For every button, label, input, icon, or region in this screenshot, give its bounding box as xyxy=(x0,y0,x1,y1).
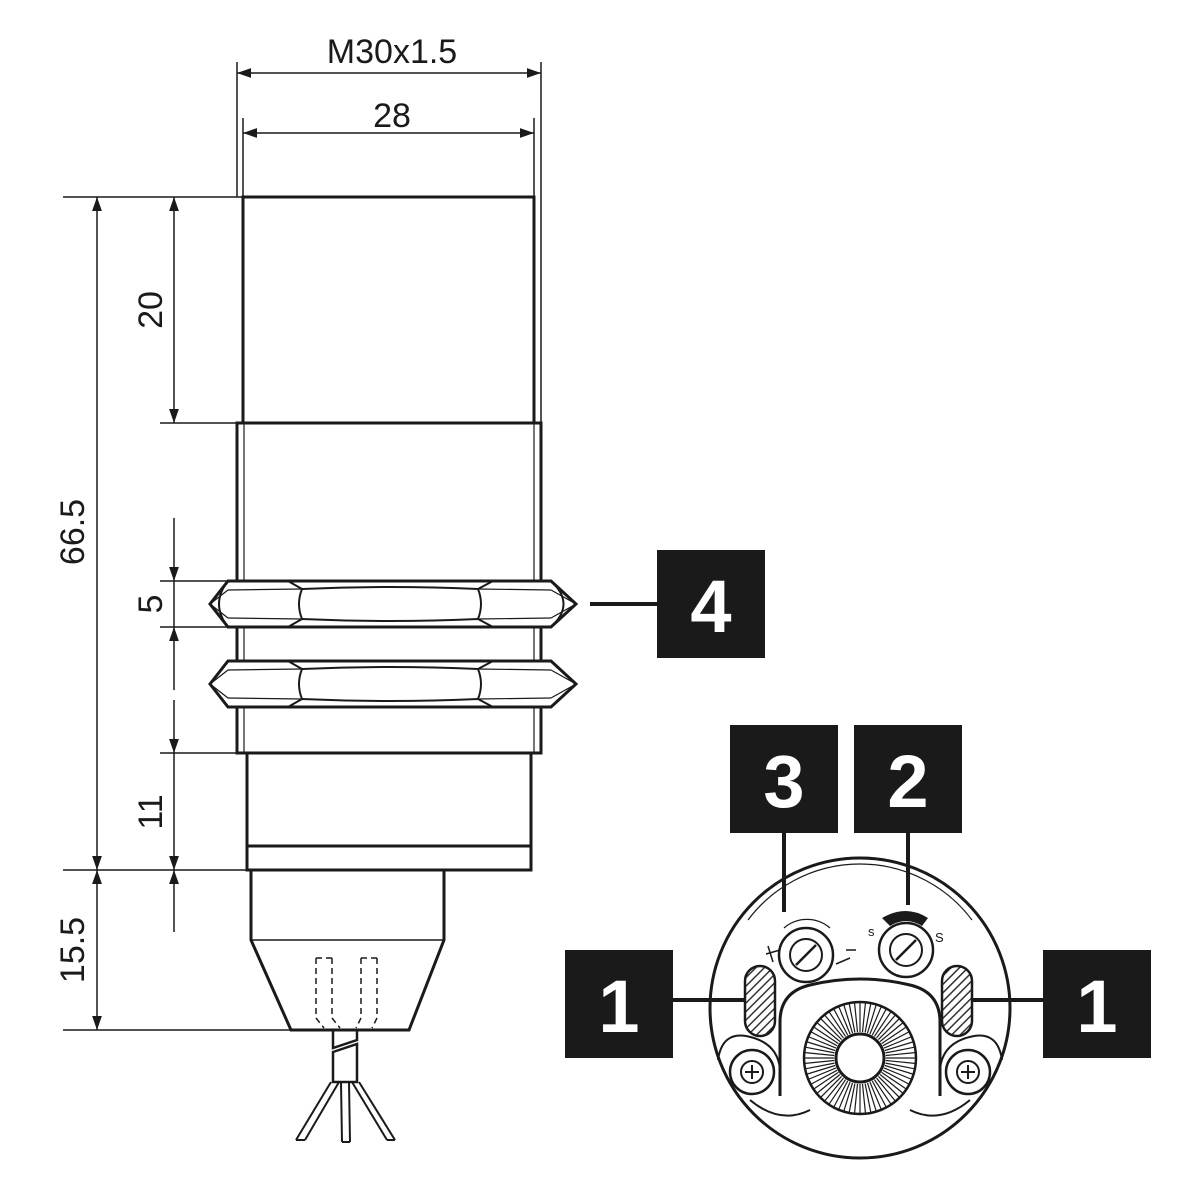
switch-mark-right: S xyxy=(935,930,944,945)
knurl-line xyxy=(879,1074,903,1094)
knurl-line xyxy=(883,1036,912,1049)
knurl-line xyxy=(866,1082,877,1111)
callout-4-number: 4 xyxy=(690,565,731,648)
knurl-line xyxy=(805,1046,835,1054)
knurl-line xyxy=(871,1009,887,1036)
knurl-line xyxy=(885,1046,915,1054)
knurl-line xyxy=(848,1003,856,1033)
switch-mark-left: s xyxy=(868,924,875,939)
knurl-line xyxy=(820,1075,843,1098)
callout-4-box xyxy=(657,550,765,658)
callout-3-number: 3 xyxy=(763,740,804,823)
dim-thread-label: M30x1.5 xyxy=(327,33,457,71)
knurl-line xyxy=(876,1077,896,1101)
knurl-line xyxy=(877,1018,900,1041)
knurl-line xyxy=(876,1015,896,1039)
callout-1-right-box xyxy=(1043,950,1151,1058)
potentiometer-screw xyxy=(765,918,856,984)
knurl-line xyxy=(869,1006,882,1035)
knurl-line xyxy=(828,1011,847,1037)
knurl-line xyxy=(885,1052,915,1057)
knurl-line xyxy=(879,1022,903,1042)
knurl-line xyxy=(811,1069,838,1085)
dim-total-length-label: 66.5 xyxy=(54,499,92,565)
knurl-line xyxy=(833,1009,849,1036)
cable xyxy=(295,1030,396,1143)
callout-1-right-number: 1 xyxy=(1076,965,1117,1048)
knurl-line xyxy=(808,1036,837,1049)
dim-front-length-label: 20 xyxy=(132,291,170,329)
knurl-line xyxy=(861,1083,866,1113)
knurl-line xyxy=(817,1074,841,1094)
knurl-line xyxy=(864,1003,872,1033)
knurl-line xyxy=(873,1011,892,1037)
knurl-line xyxy=(843,1082,854,1111)
knurl-line xyxy=(885,1059,915,1064)
knurl-line xyxy=(820,1018,843,1041)
dim-width-label: 28 xyxy=(373,97,411,135)
knurl-line xyxy=(807,1064,836,1075)
knurl-line xyxy=(843,1005,854,1034)
callout-2-box xyxy=(854,725,962,833)
knurl-line xyxy=(871,1080,887,1107)
dim-cable-gland-label: 15.5 xyxy=(54,917,92,983)
knurl-line xyxy=(824,1077,844,1101)
knurl-line xyxy=(813,1026,839,1045)
led-right xyxy=(940,964,974,1038)
mounting-screw-left xyxy=(728,1048,776,1096)
knurl-line xyxy=(811,1031,838,1047)
led-left xyxy=(743,964,777,1038)
knurl-line xyxy=(884,1041,913,1052)
dim-nut-thickness-label: 5 xyxy=(132,595,170,614)
cable-entry-knurled xyxy=(802,1000,918,1116)
knurl-line xyxy=(882,1069,909,1085)
knurl-line xyxy=(861,1003,866,1033)
rear-view: s S xyxy=(708,856,1012,1160)
hex-nut-lower xyxy=(208,659,579,709)
knurl-line xyxy=(883,1067,912,1080)
knurl-line xyxy=(884,1064,913,1075)
knurl-line xyxy=(805,1062,835,1070)
knurl-line xyxy=(869,1081,882,1110)
knurl-line xyxy=(828,1079,847,1105)
knurl-line xyxy=(854,1003,859,1033)
cable-gland xyxy=(249,870,446,1032)
knurl-line xyxy=(805,1052,835,1057)
mounting-screw-right xyxy=(944,1048,992,1096)
knurl-line xyxy=(882,1031,909,1047)
knurl-line xyxy=(805,1059,835,1064)
knurl-line xyxy=(838,1081,851,1110)
mode-switch-screw xyxy=(877,911,935,979)
knurl-line xyxy=(881,1026,907,1045)
callout-3-box xyxy=(730,725,838,833)
knurl-line xyxy=(817,1022,841,1042)
knurl-line xyxy=(864,1083,872,1113)
knurl-line xyxy=(873,1079,892,1105)
knurl-line xyxy=(881,1071,907,1090)
rear-body xyxy=(245,751,533,872)
rear-housing-outline xyxy=(708,856,1012,1160)
knurl-line xyxy=(848,1083,856,1113)
knurl-line xyxy=(807,1041,836,1052)
knurl-line xyxy=(833,1080,849,1107)
sensor-body xyxy=(208,195,579,1143)
hex-nut-upper xyxy=(208,579,579,629)
knurl-line xyxy=(838,1006,851,1035)
callout-1-left-number: 1 xyxy=(598,965,639,1048)
dimension-lines xyxy=(63,62,542,1031)
rear-cover-plate xyxy=(778,977,942,1096)
callout-1-left-box xyxy=(565,950,673,1058)
callout-2-number: 2 xyxy=(887,740,928,823)
knurl-line xyxy=(813,1071,839,1090)
knurl-line xyxy=(808,1067,837,1080)
front-section xyxy=(241,195,536,425)
dim-rear-length-label: 11 xyxy=(132,794,170,829)
knurl-line xyxy=(877,1075,900,1098)
knurl-line xyxy=(854,1083,859,1113)
knurl-line xyxy=(885,1062,915,1070)
knurl-line xyxy=(824,1015,844,1039)
knurl-line xyxy=(866,1005,877,1034)
